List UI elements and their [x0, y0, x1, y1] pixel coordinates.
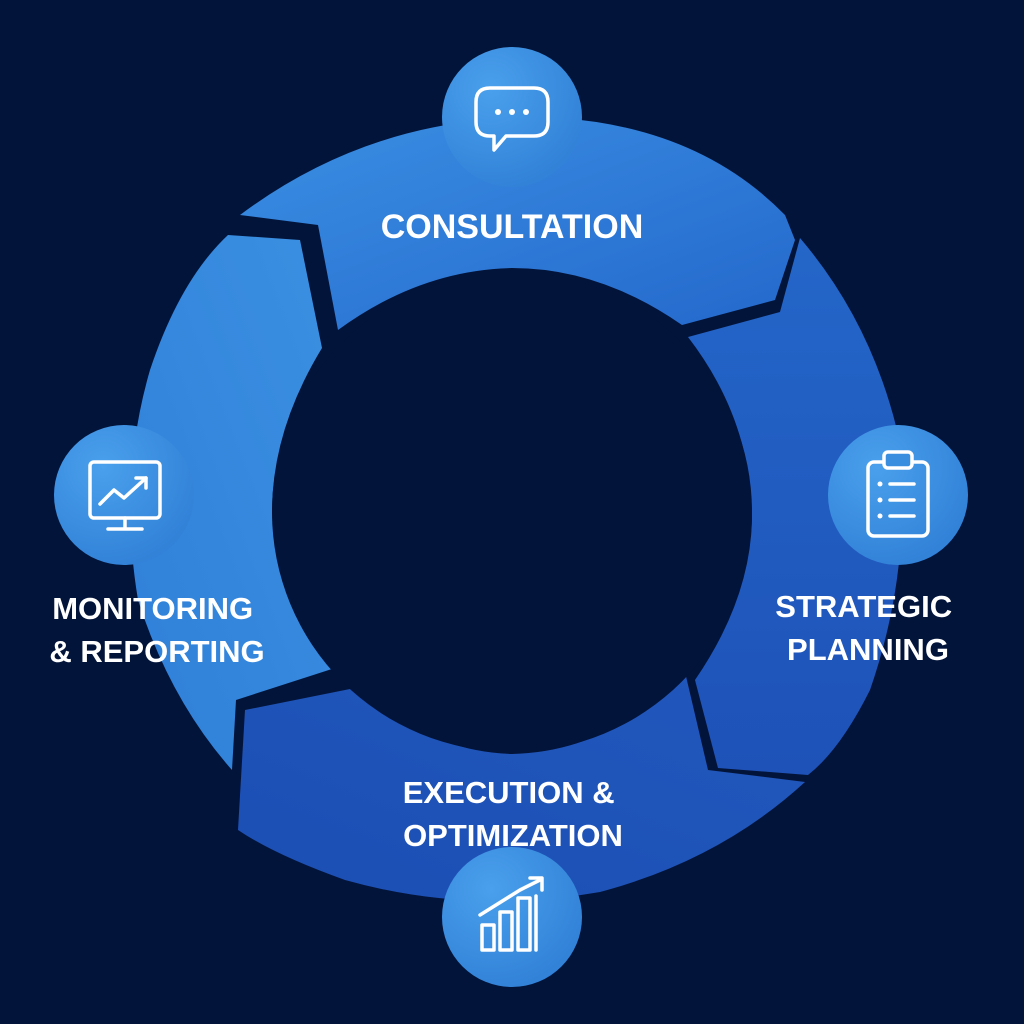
clipboard-checklist-icon [866, 450, 930, 538]
label-monitoring-reporting-line-1: MONITORING [52, 591, 253, 626]
label-execution-optimization: EXECUTION & OPTIMIZATION [403, 775, 623, 853]
label-monitoring-reporting: MONITORING & REPORTING [49, 591, 264, 669]
icon-badge-consultation [442, 47, 582, 187]
center-hole [272, 272, 752, 752]
segment-execution-optimization [238, 672, 805, 902]
segment-strategic-planning [688, 238, 903, 775]
icon-badge-execution-optimization [442, 847, 582, 987]
label-consultation: CONSULTATION [381, 208, 644, 246]
icon-badge-strategic-planning [828, 425, 968, 565]
segment-monitoring-reporting [130, 235, 335, 770]
monitor-trend-icon [88, 460, 162, 531]
label-execution-optimization-line-1: EXECUTION & [403, 775, 615, 810]
icon-badge-monitoring-reporting [54, 425, 194, 565]
label-consultation-line-1: CONSULTATION [381, 208, 644, 246]
label-monitoring-reporting-line-2: & REPORTING [49, 634, 264, 669]
chat-bubble-icon [474, 86, 550, 152]
label-strategic-planning-line-2: PLANNING [787, 632, 949, 667]
label-strategic-planning-line-1: STRATEGIC [775, 589, 952, 624]
segment-consultation [240, 117, 795, 331]
label-execution-optimization-line-2: OPTIMIZATION [403, 818, 623, 853]
bar-chart-growth-icon [478, 876, 544, 952]
cycle-ring [130, 117, 903, 902]
label-strategic-planning: STRATEGIC PLANNING [775, 589, 960, 667]
